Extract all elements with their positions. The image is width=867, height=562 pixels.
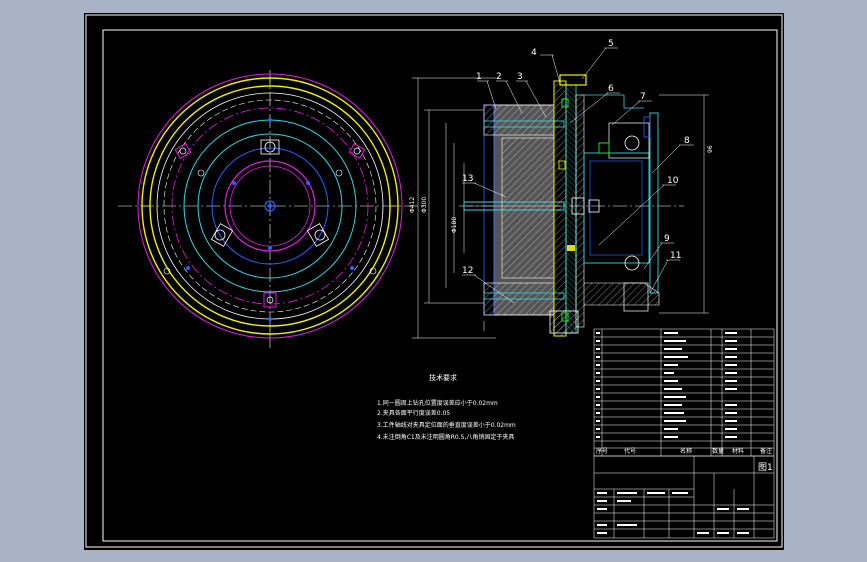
callout-8: 8 [684, 136, 690, 146]
sheet-label: 图1 [758, 462, 773, 473]
svg-text:Φ180: Φ180 [451, 217, 458, 233]
callout-1: 1 [476, 72, 482, 82]
header-code: 代号 [624, 447, 636, 455]
callout-4: 4 [531, 48, 537, 58]
technical-requirements: 技术要求 1.同一圆周上钻孔位置度误差应小于0.02mm 2.夹具各面平行度误差… [377, 373, 516, 441]
section-view: Φ412 Φ300 Φ180 [409, 74, 714, 339]
callout-12: 12 [462, 266, 473, 276]
svg-text:Φ412: Φ412 [409, 197, 416, 213]
parts-list-marks [596, 332, 737, 438]
header-material: 材料 [732, 447, 744, 455]
parts-list-header: 序号 代号 名称 数量 材料 备注 [596, 447, 772, 455]
callout-5: 5 [608, 39, 614, 49]
callout-3: 3 [517, 72, 523, 82]
callout-2: 2 [496, 72, 502, 82]
svg-text:96: 96 [707, 145, 714, 153]
cad-drawing: Φ412 Φ300 Φ180 [85, 14, 783, 548]
title-block-marks [597, 492, 749, 534]
callout-7: 7 [640, 92, 646, 102]
callout-labels: 4 5 1 2 3 6 7 8 10 13 12 9 11 [462, 39, 690, 276]
header-seq: 序号 [596, 447, 608, 455]
tech-req-title: 技术要求 [429, 373, 457, 382]
callout-6: 6 [608, 84, 614, 94]
callout-9: 9 [664, 234, 670, 244]
header-qty: 数量 [712, 447, 724, 455]
callout-leaders [462, 47, 694, 304]
outer-border [85, 14, 783, 548]
header-remark: 备注 [760, 447, 772, 455]
svg-text:Φ300: Φ300 [421, 197, 428, 213]
tech-req-item-2: 2.夹具各面平行度误差0.05 [377, 409, 450, 417]
tech-req-item-4: 4.未注倒角C1及未注明圆角R0.5,八角销固定于夹具 [377, 433, 514, 441]
title-block [593, 328, 775, 539]
top-view [118, 70, 424, 349]
drawing-sheet: Φ412 Φ300 Φ180 [84, 13, 784, 550]
callout-11: 11 [670, 251, 681, 261]
callout-13: 13 [462, 174, 473, 184]
tech-req-item-3: 3.工件轴线对夹具定位面的垂直度误差小于0.02mm [377, 421, 516, 429]
tech-req-item-1: 1.同一圆周上钻孔位置度误差应小于0.02mm [377, 399, 498, 407]
inner-border [102, 29, 778, 542]
callout-10: 10 [667, 176, 679, 186]
header-name: 名称 [680, 447, 692, 455]
